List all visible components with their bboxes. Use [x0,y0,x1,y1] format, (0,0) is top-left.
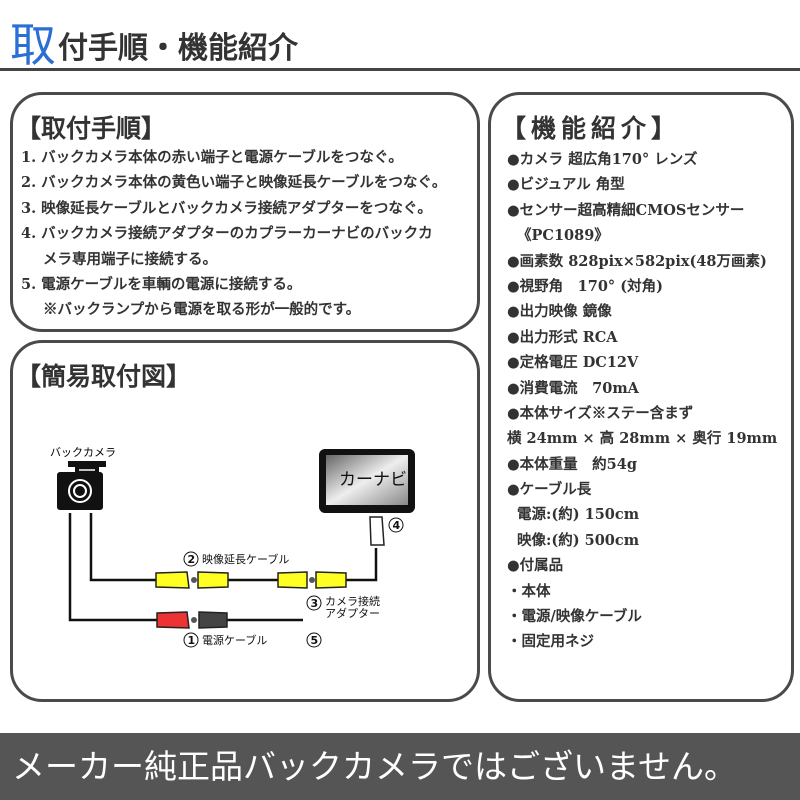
step-3: 3. 映像延長ケーブルとバックカメラ接続アダプターをつなぐ。 [21,199,432,217]
step-note: ※バックランプから電源を取る形が一般的です。 [43,301,361,319]
num-4: 4 [393,519,401,532]
install-steps-list: 1. バックカメラ本体の赤い端子と電源ケーブルをつなぐ。 2. バックカメラ本体… [21,145,446,323]
feature-line: ●視野角 170° (対角) [507,277,663,295]
feature-line: ●付属品 [507,557,564,575]
power-cable-line [68,513,161,622]
feature-line: ●センサー超高精細CMOSセンサー [507,201,745,219]
step-1: 1. バックカメラ本体の赤い端子と電源ケーブルをつなぐ。 [21,149,403,166]
diagram-title: 【簡易取付図】 [16,362,192,391]
feature-line: ●消費電流 70mA [507,379,639,397]
feature-line: ・本体 [507,582,551,600]
install-steps-panel: 【取付手順】 1. バックカメラ本体の赤い端子と電源ケーブルをつなぐ。 2. バ… [10,92,480,332]
power-cable-label: 電源ケーブル [202,633,267,647]
features-panel: 【機能紹介】 ●カメラ 超広角170° レンズ ●ビジュアル 角型 ●センサー超… [488,92,794,702]
yellow-connector [197,571,229,589]
features-list: ●カメラ 超広角170° レンズ ●ビジュアル 角型 ●センサー超高精細CMOS… [507,147,777,655]
feature-line: 電源:(約) 150cm [517,506,640,524]
feature-line: 映像:(約) 500cm [517,531,640,549]
header-divider [0,68,800,71]
feature-line: ●ケーブル長 [507,481,592,499]
navi-label: カーナビ [339,470,407,490]
navi-coupler [369,516,385,546]
yellow-connector [277,571,308,589]
header-title: 付手順・機能紹介 [58,31,298,66]
step-4: 4. バックカメラ接続アダプターのカプラーカーナビのバックカ [21,225,433,243]
car-navi-icon [319,449,415,513]
wiring-diagram: バックカメラ カーナビ [50,446,415,648]
num-1: 1 [188,634,196,647]
camera-label: バックカメラ [50,446,116,459]
step-4-cont: メラ専用端子に接続する。 [43,250,217,268]
feature-line: ・電源/映像ケーブル [507,608,642,626]
adapter-label-1: カメラ接続 [325,594,380,608]
feature-line: ●ビジュアル 角型 [507,176,625,194]
camera-icon [57,461,106,510]
features-title: 【機能紹介】 [501,114,682,143]
black-connector [198,611,228,629]
num-2: 2 [188,553,196,566]
feature-line: ・固定用ネジ [507,633,594,651]
yellow-connector [155,571,190,589]
feature-line: ●出力形式 RCA [507,328,618,346]
num-5: 5 [311,634,319,647]
adapter-cable [338,548,378,582]
feature-line: ●カメラ 超広角170° レンズ [507,151,698,168]
video-cable-line [89,513,156,582]
diagram-panel: 【簡易取付図】 バックカメラ カ [10,340,480,702]
feature-line: ●画素数 828pix×582pix(48万画素) [507,252,767,270]
feature-line: ●本体重量 約54g [507,455,637,473]
disclaimer-banner: メーカー純正品バックカメラではございません。 [0,733,800,800]
feature-line: 横 24mm × 高 28mm × 奥行 19mm [507,430,778,448]
feature-line: 《PC1089》 [517,227,609,245]
feature-line: ●出力映像 鏡像 [507,303,612,321]
feature-line: ●本体サイズ※ステー含まず [507,404,694,422]
step-2: 2. バックカメラ本体の黄色い端子と映像延長ケーブルをつなぐ。 [21,174,447,192]
page-header: 取 付手順・機能紹介 [10,8,298,68]
feature-line: ●定格電圧 DC12V [507,354,639,372]
num-3: 3 [311,597,319,610]
header-title-first-char: 取 [10,18,56,72]
adapter-label-2: アダプター [325,606,380,620]
yellow-connector [315,571,347,589]
step-5: 5. 電源ケーブルを車輌の電源に接続する。 [21,275,302,293]
red-connector [156,611,190,629]
video-cable-label: 映像延長ケーブル [202,552,289,566]
install-steps-title: 【取付手順】 [16,114,167,143]
